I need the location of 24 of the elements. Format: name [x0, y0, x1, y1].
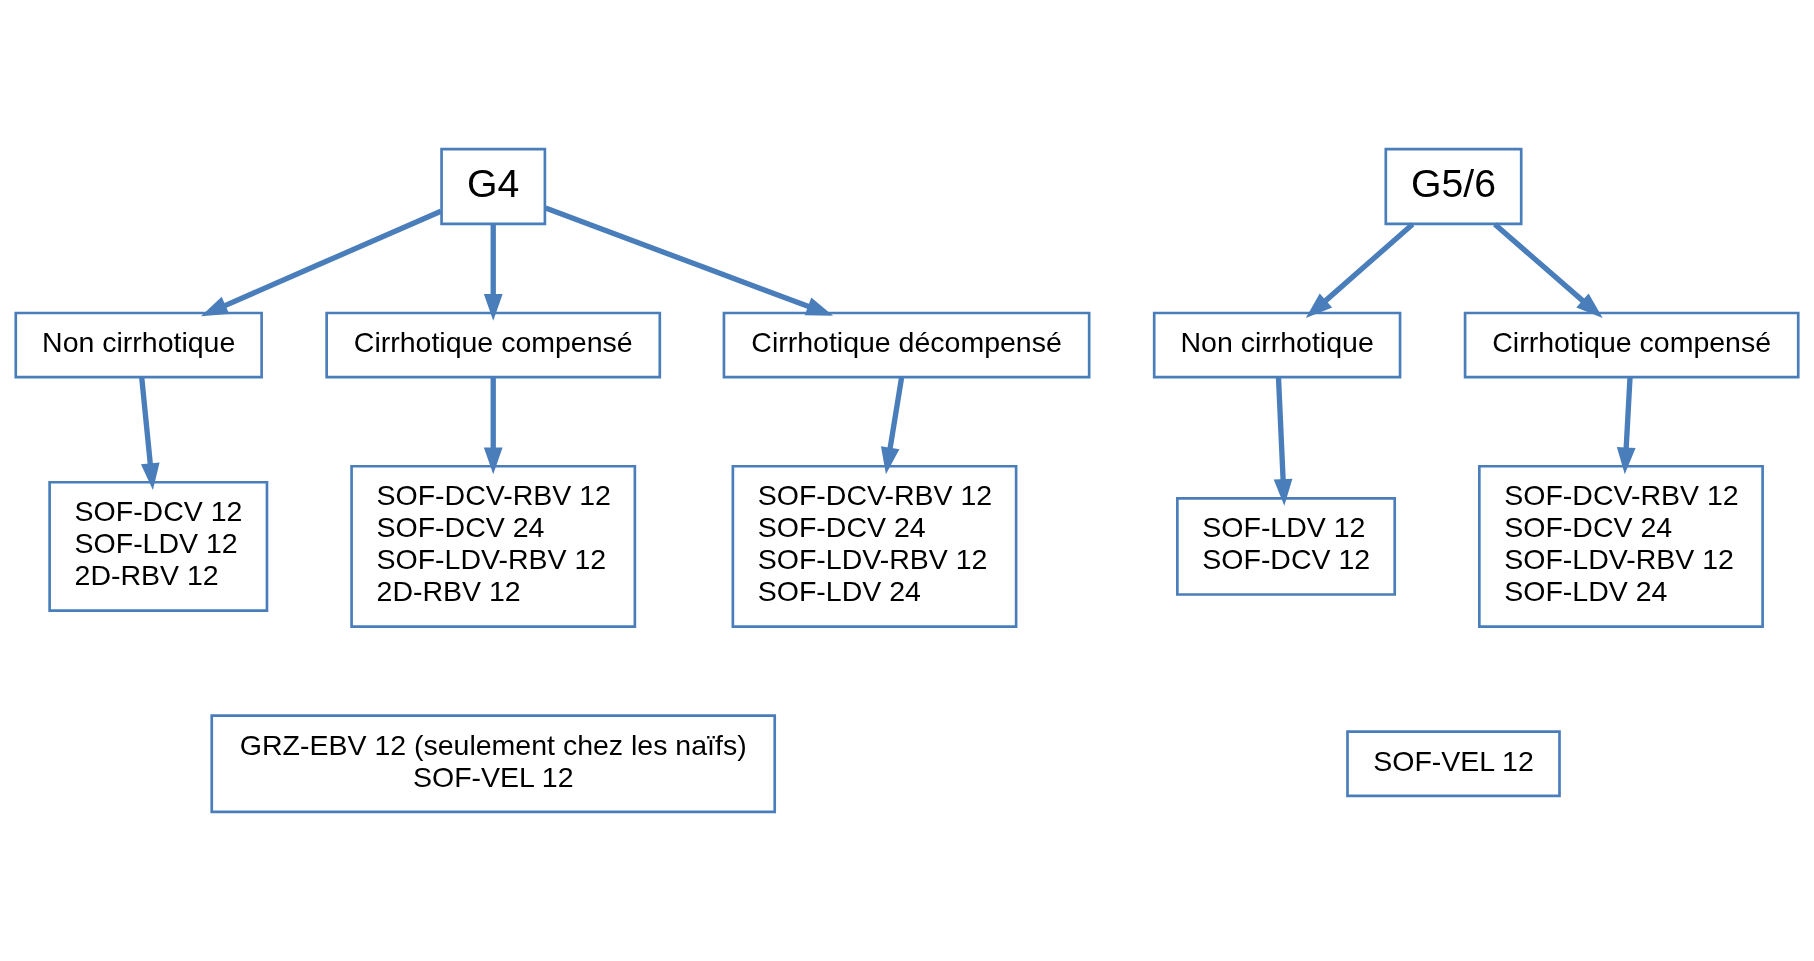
arrow: [880, 377, 905, 475]
arrow: [1616, 377, 1636, 475]
arrow: [483, 224, 503, 321]
node-box: SOF-DCV-RBV 12 SOF-DCV 24 SOF-LDV-RBV 12 SOF-LDV 24: [731, 464, 1018, 628]
arrow: [139, 377, 160, 491]
node-box: SOF-DCV 12 SOF-LDV 12 2D-RBV 12: [48, 480, 269, 612]
node-box: G4: [440, 147, 547, 226]
arrow: [1273, 377, 1293, 506]
node-box: Cirrhotique décompensé: [722, 311, 1091, 379]
arrow: [1305, 222, 1415, 319]
node-box: G5/6: [1384, 147, 1523, 226]
node-box: SOF-VEL 12: [1346, 730, 1561, 798]
node-box: Cirrhotique compensé: [1463, 311, 1800, 379]
arrow: [1493, 222, 1603, 319]
arrow: [200, 208, 442, 317]
node-box: SOF-DCV-RBV 12 SOF-DCV 24 SOF-LDV-RBV 12 2D-RBV 12: [350, 464, 637, 628]
node-box: SOF-DCV-RBV 12 SOF-DCV 24 SOF-LDV-RBV 12 SOF-LDV 24: [1478, 464, 1764, 628]
node-box: Non cirrhotique: [1152, 311, 1402, 379]
arrow: [483, 377, 503, 475]
arrow: [544, 205, 834, 316]
node-box: SOF-LDV 12 SOF-DCV 12: [1176, 497, 1397, 596]
node-box: Non cirrhotique: [14, 311, 263, 379]
node-box: GRZ-EBV 12 (seulement chez les naïfs) SOF-VEL 12: [210, 714, 777, 814]
node-box: Cirrhotique compensé: [325, 311, 662, 379]
